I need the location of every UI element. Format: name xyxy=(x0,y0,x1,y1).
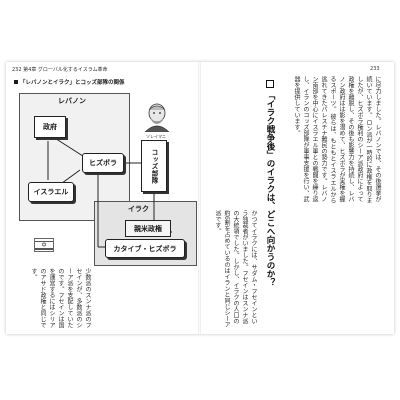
paragraph-iraq-continued: 少数派のスンナ派のフセインが、多数派のシーア派を支配していたのです。フセインは国… xyxy=(30,268,91,328)
node-government: 政府 xyxy=(34,116,66,138)
node-pro-us-government: 親米政権 xyxy=(125,220,171,237)
lebanon-label: レバノン xyxy=(58,97,86,105)
node-israel: イスラエル xyxy=(28,182,74,202)
node-kataib-hezbollah: カタイブ・ヒズボラ xyxy=(105,239,185,258)
node-quds-force: コッズ部隊 xyxy=(141,140,167,192)
israel-flag-icon: ✡ xyxy=(34,238,54,252)
iraq-label: イラク xyxy=(128,205,149,213)
running-header-left: 232 第4章 グローバル化するイスラム革命 xyxy=(12,67,108,73)
section-heading-text: 「イラク戦争後」のイラクは、どこへ向かうのか？ xyxy=(265,91,275,287)
soleimani-portrait-icon xyxy=(144,103,170,132)
paragraph-lebanon: に尽力しました。レバノンでは、その後選挙が続いています。 ロン派が一時的に政権を… xyxy=(293,76,381,204)
figure-caption-text: 「レバノンとイラク」とコッズ部隊の関係 xyxy=(20,80,125,86)
bullet-square-icon xyxy=(14,80,18,84)
paragraph-iraq-intro: かつてイラクには、サダム・フセインという独裁者がいました。フセインはスンナ派の大… xyxy=(214,210,257,328)
node-hezbollah: ヒズボラ xyxy=(82,153,124,173)
heading-square-icon xyxy=(266,80,274,88)
book-spine xyxy=(198,62,201,334)
section-heading: 「イラク戦争後」のイラクは、どこへ向かうのか？ xyxy=(264,80,275,330)
line-gov-hezbollah xyxy=(49,134,87,159)
page-number-right: 233 xyxy=(370,66,380,72)
figure-caption: 「レバノンとイラク」とコッズ部隊の関係 xyxy=(14,78,125,86)
portrait-caption: ソレイマニ xyxy=(146,134,166,139)
